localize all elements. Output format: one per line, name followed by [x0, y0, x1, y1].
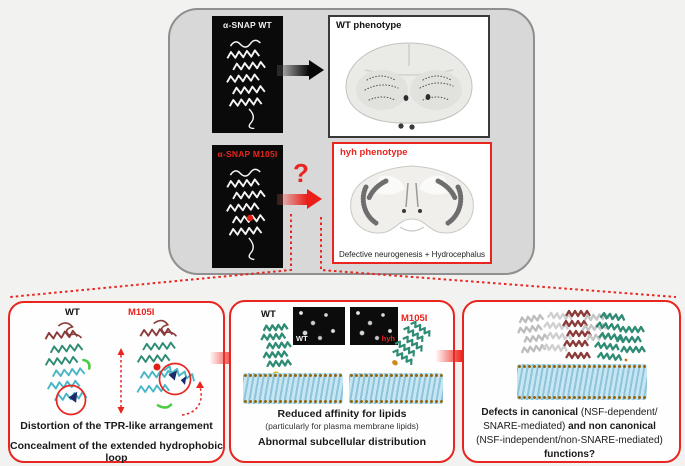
conclusion-seg3: and non canonical	[568, 421, 656, 432]
m105i-detached-protein	[391, 319, 433, 366]
structure-distortion-panel: WT M105I	[8, 301, 225, 464]
inset-hyh-label: hyh	[381, 334, 395, 343]
wt-microscopy-inset: WT	[293, 307, 345, 345]
snare-complex-ribbon	[516, 309, 647, 368]
arrow-shaft	[277, 193, 307, 205]
conclusion-seg2: (NSF-dependent/ SNARE-mediated)	[483, 407, 658, 432]
panel2-m105i-label: M105I	[401, 313, 428, 324]
function-defects-panel: Defects in canonical (NSF-dependent/ SNA…	[462, 300, 681, 463]
conclusion-seg4: (NSF-independent/non-SNARE-mediated)	[476, 435, 663, 446]
rotation-dashed-arc	[181, 381, 204, 416]
panel1-m105i-label: M105I	[128, 307, 155, 318]
m105i-protein-ribbon-icon	[225, 168, 266, 261]
conclusion-seg5: functions?	[543, 449, 596, 460]
hyh-phenotype-title: hyh phenotype	[340, 147, 408, 158]
hyh-microscopy-inset: hyh	[350, 307, 398, 345]
arrow-shaft	[436, 350, 463, 362]
wt-phenotype-panel: WT phenotype	[328, 15, 490, 138]
wt-tricolor-ribbon	[44, 322, 91, 416]
panel2-finding2: Abnormal subcellular distribution	[257, 436, 426, 448]
m105i-to-phenotype-arrow	[277, 189, 322, 209]
hyh-brain-section-image	[350, 165, 474, 234]
wt-loop-circle	[55, 384, 87, 416]
panel1-finding1: Distortion of the TPR-like arrangement	[20, 420, 213, 432]
m105i-mutation-dot	[153, 363, 161, 371]
m105i-tricolor-ribbon	[117, 319, 204, 416]
panel1-wt-label: WT	[65, 307, 80, 318]
question-mark: ?	[293, 158, 309, 188]
panel1-finding2: Concealment of the extended hydrophobic …	[10, 440, 223, 464]
wt-brain-section-image	[345, 42, 473, 130]
inset-wt-label: WT	[296, 334, 308, 343]
conclusion-seg1: Defects in canonical	[481, 407, 579, 418]
arrow-head	[307, 189, 322, 209]
hyh-phenotype-panel: hyh phenotype Defective neurogenesis + H…	[332, 142, 492, 264]
wt-to-phenotype-arrow	[277, 60, 324, 80]
flexibility-dashed-arrow	[117, 348, 125, 414]
panel2-wt-label: WT	[261, 309, 276, 320]
lipid-affinity-panel: WT M105I WT hyh Reduced affinity for lip…	[229, 300, 455, 463]
m105i-mutation-dot	[246, 214, 254, 222]
wt-lipid-bilayer	[243, 373, 343, 404]
m105i-lipid-bilayer	[349, 373, 443, 404]
arrow-head	[309, 60, 324, 80]
hyh-phenotype-caption: Defective neurogenesis + Hydrocephalus	[338, 250, 486, 259]
alpha-snap-m105i-structure-panel: α-SNAP M105I	[212, 145, 283, 268]
panel2-finding1-detail: (particularly for plasma membrane lipids…	[265, 421, 419, 431]
alpha-snap-wt-structure-panel: α-SNAP WT	[212, 16, 283, 133]
arrow-shaft	[277, 64, 309, 76]
panel3-lipid-bilayer	[517, 364, 647, 400]
panel3-conclusion-text: Defects in canonical (NSF-dependent/ SNA…	[470, 406, 669, 462]
alpha-snap-m105i-label: α-SNAP M105I	[217, 149, 278, 159]
panel2-finding1: Reduced affinity for lipids	[277, 408, 407, 420]
wt-protein-ribbon-icon	[225, 39, 267, 129]
wt-phenotype-title: WT phenotype	[336, 20, 402, 31]
wt-membrane-bound-protein	[259, 323, 293, 377]
alpha-snap-wt-label: α-SNAP WT	[223, 20, 272, 30]
m105i-loop-circle	[158, 362, 192, 396]
